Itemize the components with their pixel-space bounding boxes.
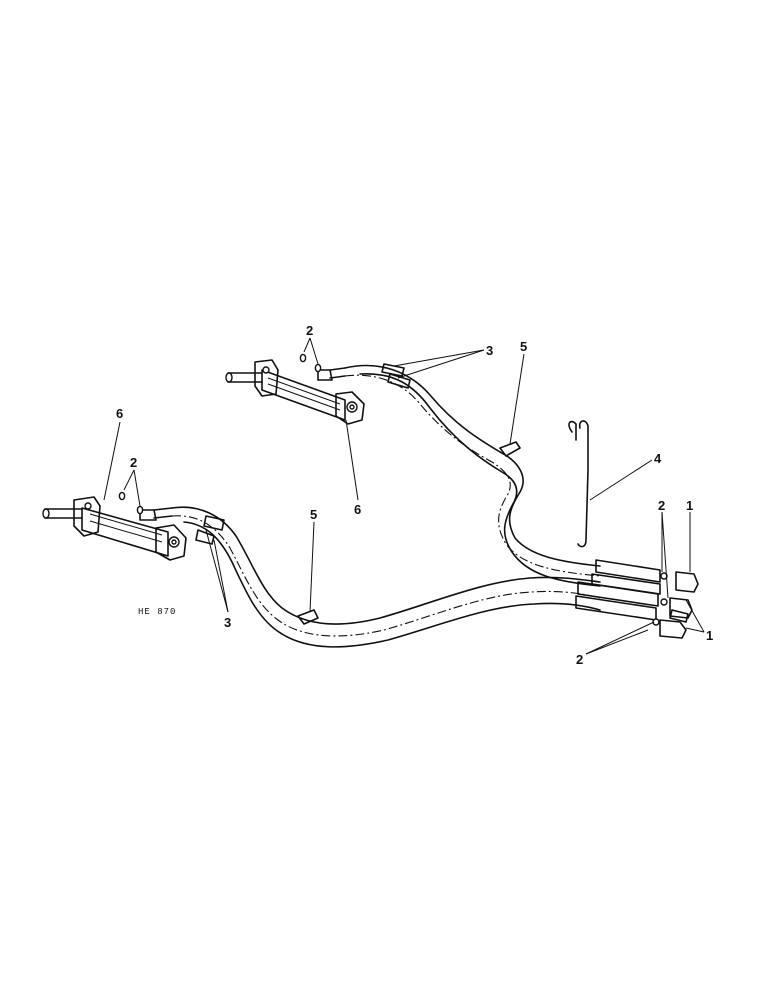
leader-lines — [103, 337, 705, 655]
callout-5-upper: 5 — [520, 339, 527, 354]
callout-2-right-upper: 2 — [658, 498, 665, 513]
hose-clip-upper — [499, 441, 521, 457]
reference-code: HE 870 — [138, 607, 176, 617]
upper-hose-pair — [344, 363, 601, 587]
callout-3-lower: 3 — [224, 615, 231, 630]
o-ring-marks — [118, 353, 322, 515]
callout-2-upper-cylinder: 2 — [306, 323, 313, 338]
callout-2-right-lower: 2 — [576, 652, 583, 667]
callout-2-lower-cylinder: 2 — [130, 455, 137, 470]
upper-hydraulic-cylinder — [225, 359, 365, 425]
coupler-fitting-group — [575, 559, 699, 639]
hose-support-rod — [568, 420, 589, 548]
callout-5-lower: 5 — [310, 507, 317, 522]
lower-hose-pair — [171, 506, 601, 648]
callout-1-right-upper: 1 — [686, 498, 693, 513]
callout-6-lower: 6 — [116, 406, 123, 421]
callout-6-upper: 6 — [354, 502, 361, 517]
hose-clip-lower — [297, 609, 319, 625]
callout-4: 4 — [654, 451, 662, 466]
lower-hydraulic-cylinder — [42, 496, 187, 561]
callout-1-right-lower: 1 — [706, 628, 713, 643]
callout-3-upper: 3 — [486, 343, 493, 358]
